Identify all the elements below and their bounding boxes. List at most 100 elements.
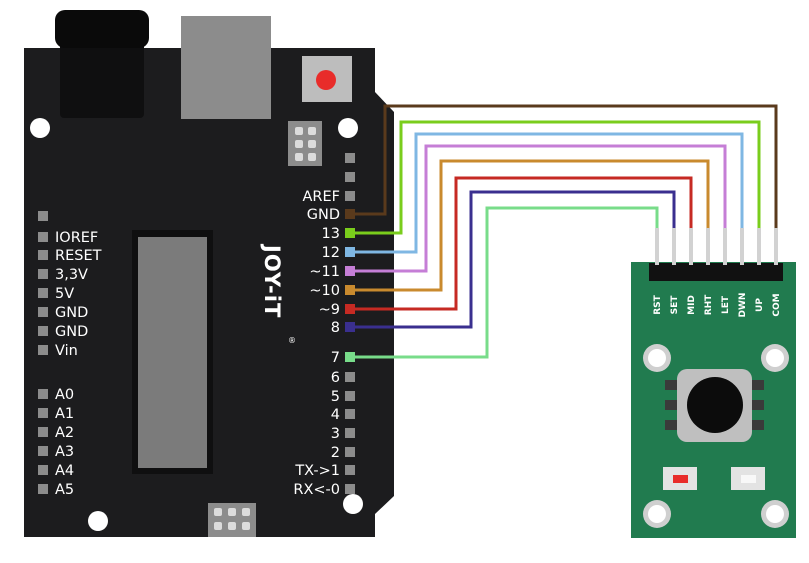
pin-label: 12 xyxy=(322,245,340,261)
pin-label: GND xyxy=(55,305,88,321)
pin-label: 5 xyxy=(331,389,340,405)
header-pin xyxy=(345,428,355,438)
pin-label: A5 xyxy=(55,482,74,498)
header-pin xyxy=(38,484,48,494)
module-header-pins xyxy=(655,228,778,265)
header-pin xyxy=(38,211,48,221)
header-pin xyxy=(345,304,355,314)
wire-8-set xyxy=(355,190,676,329)
header-pin xyxy=(345,352,355,362)
mounting-hole xyxy=(30,118,50,138)
module-pin xyxy=(757,228,761,265)
pin-label: RX<-0 xyxy=(293,482,340,498)
header-pin xyxy=(38,288,48,298)
icsp-header-top xyxy=(288,121,322,166)
pin-label: 13 xyxy=(322,226,340,242)
header-pin xyxy=(345,285,355,295)
module-pin xyxy=(723,228,727,265)
pin-label: ~10 xyxy=(309,283,340,299)
pin-label: ~11 xyxy=(309,264,340,280)
header-pin xyxy=(345,391,355,401)
module-pin-label: LET xyxy=(721,295,731,314)
header-pin xyxy=(345,228,355,238)
pin-label: Vin xyxy=(55,343,78,359)
module-hole xyxy=(766,505,784,523)
pin-label: TX->1 xyxy=(294,463,340,479)
header-pin xyxy=(38,345,48,355)
header-pin xyxy=(345,172,355,182)
icsp-bottom-pins xyxy=(214,508,250,530)
pin-label: 3 xyxy=(331,426,340,442)
pin-label: 8 xyxy=(331,320,340,336)
wire-9-mid xyxy=(355,176,693,311)
pin-label: 6 xyxy=(331,370,340,386)
module-pin-label: RHT xyxy=(704,294,714,315)
header-pin xyxy=(38,446,48,456)
pin-label: GND xyxy=(307,207,340,223)
module-pin-label: UP xyxy=(755,298,765,312)
pin-label: 2 xyxy=(331,445,340,461)
header-pin xyxy=(38,250,48,260)
header-pin xyxy=(345,322,355,332)
wire-7-rst xyxy=(355,206,659,359)
pin-label: A0 xyxy=(55,387,74,403)
header-pin xyxy=(38,408,48,418)
module-pin xyxy=(740,228,744,265)
header-pin xyxy=(38,307,48,317)
module-pin xyxy=(672,228,676,265)
set-switch xyxy=(731,467,765,490)
header-pin xyxy=(38,389,48,399)
wire-10-rht xyxy=(355,159,710,292)
mounting-hole xyxy=(338,118,358,138)
pin-label: AREF xyxy=(303,189,341,205)
microcontroller-chip xyxy=(138,237,207,468)
module-header xyxy=(649,263,783,281)
header-pin xyxy=(345,409,355,419)
brand-logo: JOY-iT xyxy=(260,243,284,318)
left-header xyxy=(38,211,48,494)
mounting-hole xyxy=(88,511,108,531)
pin-label: A3 xyxy=(55,444,74,460)
wire-gnd-com xyxy=(355,104,778,230)
module-pin xyxy=(706,228,710,265)
reset-button xyxy=(316,70,336,90)
mounting-hole xyxy=(343,494,363,514)
wire-11-let xyxy=(355,144,727,273)
pin-label: RESET xyxy=(55,248,102,264)
module-pin xyxy=(774,228,778,265)
header-pin xyxy=(345,484,355,494)
header-pin xyxy=(38,232,48,242)
header-pin xyxy=(345,191,355,201)
pin-label: GND xyxy=(55,324,88,340)
power-jack-top xyxy=(55,10,149,48)
module-hole xyxy=(648,505,666,523)
brand-registered-mark: ® xyxy=(288,336,296,345)
five-way-switch xyxy=(665,369,764,442)
pin-label: 3,3V xyxy=(55,267,88,283)
header-pin xyxy=(345,209,355,219)
pin-label: A1 xyxy=(55,406,74,422)
header-pin xyxy=(345,465,355,475)
right-header xyxy=(345,153,355,494)
reset-switch xyxy=(663,467,697,490)
pin-label: 4 xyxy=(331,407,340,423)
module-pin-label: SET xyxy=(670,295,680,315)
pin-label: IOREF xyxy=(55,230,98,246)
module-hole xyxy=(766,349,784,367)
header-pin xyxy=(38,326,48,336)
header-pin xyxy=(38,465,48,475)
module-hole xyxy=(648,349,666,367)
module-pin xyxy=(689,228,693,265)
wires xyxy=(355,104,778,359)
header-pin xyxy=(38,427,48,437)
header-pin xyxy=(345,266,355,276)
brand-text: JOY-iT xyxy=(260,243,284,318)
module-pin-label: COM xyxy=(772,293,782,316)
wire-12-dwn xyxy=(355,132,744,254)
pin-label: 7 xyxy=(331,350,340,366)
icsp-top-pins xyxy=(295,127,316,161)
module-pin-label: RST xyxy=(653,294,663,314)
